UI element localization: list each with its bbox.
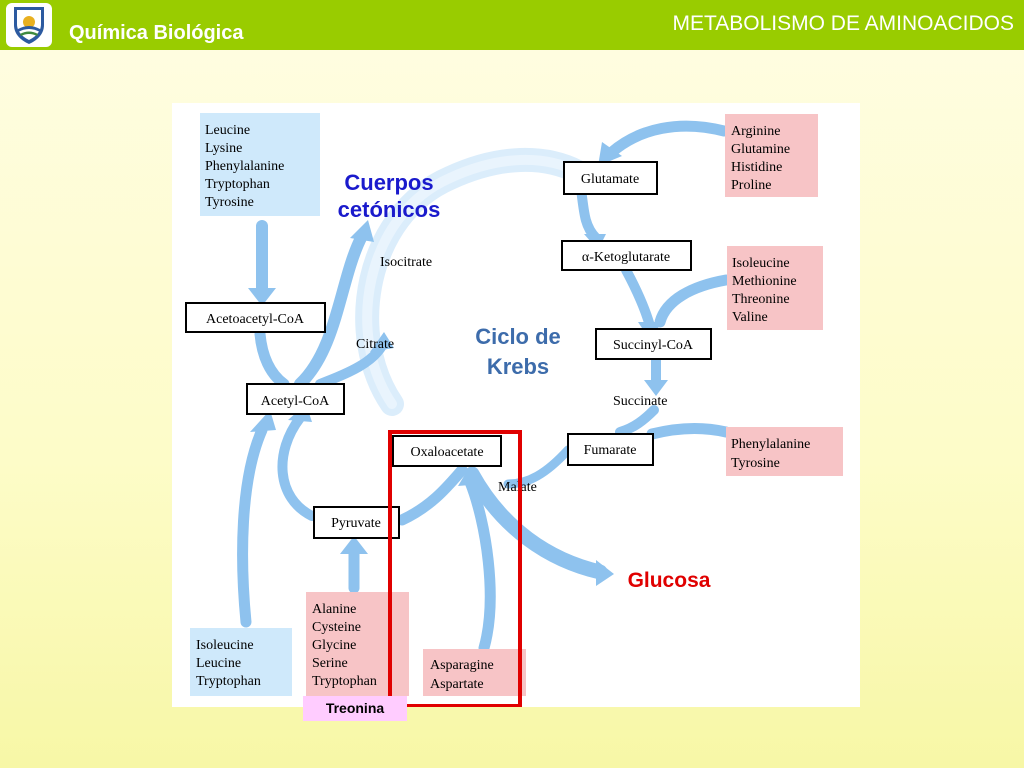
glucogenic-box-succinyl: Isoleucine Methionine Threonine Valine <box>727 246 823 330</box>
amino-acid-metabolism-diagram: Leucine Lysine Phenylalanine Tryptophan … <box>172 103 860 707</box>
shield-icon <box>14 7 44 44</box>
node-glutamate-label: Glutamate <box>581 172 639 187</box>
amino-isoleucine: Isoleucine <box>732 256 790 271</box>
node-acetoacetyl-coa-label: Acetoacetyl-CoA <box>206 312 305 327</box>
node-oxaloacetate-label: Oxaloacetate <box>410 445 483 460</box>
amino-leucine: Leucine <box>205 123 250 138</box>
glucogenic-box-oxaloacetate: Asparagine Aspartate <box>423 649 526 696</box>
highlight-box <box>388 430 522 707</box>
node-acetoacetyl-coa: Acetoacetyl-CoA <box>185 302 326 333</box>
amino-tyrosine: Tyrosine <box>205 195 254 210</box>
node-pyruvate-label: Pyruvate <box>331 516 381 531</box>
intermediate-isocitrate: Isocitrate <box>380 255 432 270</box>
amino-tryptophan: Tryptophan <box>312 674 377 689</box>
intermediate-citrate: Citrate <box>356 337 394 352</box>
node-pyruvate: Pyruvate <box>313 506 400 539</box>
node-acetyl-coa-label: Acetyl-CoA <box>261 394 330 409</box>
pathway-arrows <box>237 120 732 654</box>
glucogenic-box-pyruvate: Alanine Cysteine Glycine Serine Tryptoph… <box>306 592 409 696</box>
amino-phenylalanine: Phenylalanine <box>731 437 810 452</box>
amino-alanine: Alanine <box>312 602 356 617</box>
amino-leucine: Leucine <box>196 656 241 671</box>
label-ketone-bodies-line1: Cuerpos <box>344 170 433 195</box>
label-treonina: Treonina <box>303 696 407 721</box>
label-glucose: Glucosa <box>628 569 711 592</box>
amino-isoleucine: Isoleucine <box>196 638 254 653</box>
metabolite-nodes: Glutamate α-Ketoglutarate Succinyl-CoA F… <box>185 161 712 539</box>
amino-phenylalanine: Phenylalanine <box>205 159 284 174</box>
node-fumarate-label: Fumarate <box>584 443 637 458</box>
amino-tyrosine: Tyrosine <box>731 456 780 471</box>
node-succinyl-coa-label: Succinyl-CoA <box>613 338 694 353</box>
amino-tryptophan: Tryptophan <box>196 674 261 689</box>
amino-glycine: Glycine <box>312 638 356 653</box>
node-glutamate: Glutamate <box>563 161 658 195</box>
node-acetyl-coa: Acetyl-CoA <box>246 383 345 415</box>
amino-glutamine: Glutamine <box>731 142 790 157</box>
glucogenic-box-glutamate: Arginine Glutamine Histidine Proline <box>725 114 818 197</box>
amino-threonine: Threonine <box>732 292 790 307</box>
university-logo <box>6 3 52 47</box>
ketogenic-box-bottom: Isoleucine Leucine Tryptophan <box>190 628 292 696</box>
cycle-ring <box>355 148 590 416</box>
node-ketoglutarate-label: α-Ketoglutarate <box>582 250 670 265</box>
amino-cysteine: Cysteine <box>312 620 361 635</box>
node-oxaloacetate: Oxaloacetate <box>392 435 502 467</box>
amino-aspartate: Aspartate <box>430 677 484 692</box>
amino-histidine: Histidine <box>731 160 782 175</box>
amino-asparagine: Asparagine <box>430 658 494 673</box>
amino-tryptophan: Tryptophan <box>205 177 270 192</box>
amino-arginine: Arginine <box>731 124 781 139</box>
node-ketoglutarate: α-Ketoglutarate <box>561 240 692 271</box>
label-krebs-line1: Ciclo de <box>475 324 561 349</box>
label-krebs-line2: Krebs <box>487 354 549 379</box>
ketogenic-box-top: Leucine Lysine Phenylalanine Tryptophan … <box>200 113 320 216</box>
amino-proline: Proline <box>731 178 771 193</box>
amino-lysine: Lysine <box>205 141 242 156</box>
overlay-labels: Cuerpos cetónicos Ciclo de Krebs Glucosa <box>338 170 711 592</box>
intermediate-succinate: Succinate <box>613 394 667 409</box>
amino-methionine: Methionine <box>732 274 797 289</box>
course-title: Química Biológica <box>69 22 244 44</box>
node-fumarate: Fumarate <box>567 433 654 466</box>
intermediate-malate: Malate <box>498 480 537 495</box>
glucogenic-box-fumarate: Phenylalanine Tyrosine <box>726 427 843 476</box>
amino-valine: Valine <box>732 310 768 325</box>
amino-serine: Serine <box>312 656 348 671</box>
topic-title: METABOLISMO DE AMINOACIDOS <box>672 12 1015 35</box>
label-ketone-bodies-line2: cetónicos <box>338 197 441 222</box>
cycle-intermediates: Isocitrate Citrate Succinate Malate <box>356 255 667 495</box>
node-succinyl-coa: Succinyl-CoA <box>595 328 712 360</box>
header-bar: Química Biológica METABOLISMO DE AMINOAC… <box>0 0 1024 50</box>
